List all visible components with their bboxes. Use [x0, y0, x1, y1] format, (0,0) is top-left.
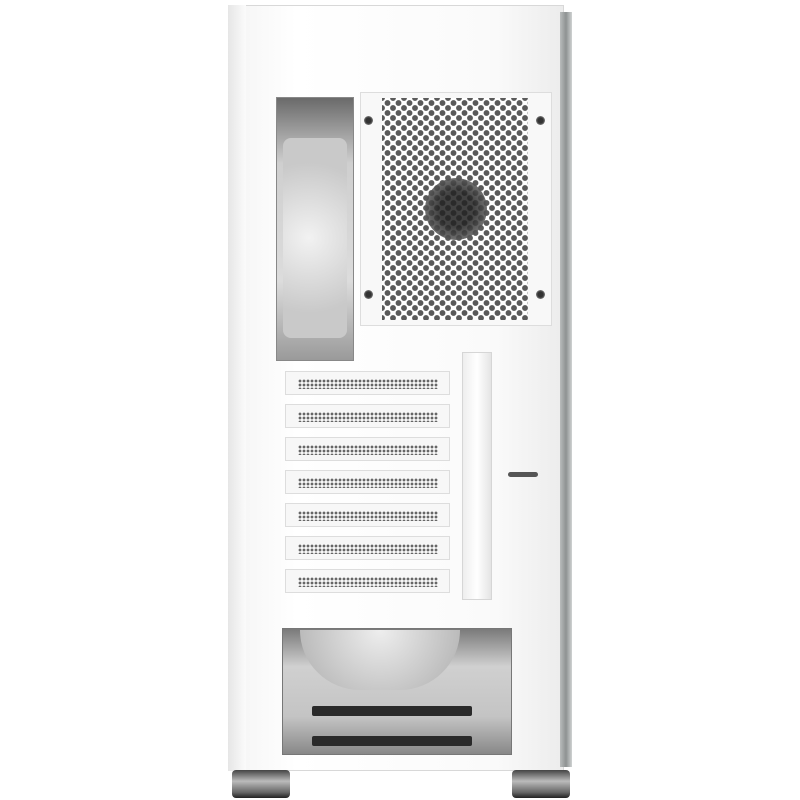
expansion-slot-cover	[285, 371, 450, 395]
screw-icon	[536, 290, 545, 299]
case-foot-right	[512, 770, 570, 798]
expansion-slot-cover	[285, 503, 450, 527]
expansion-slot-cover	[285, 536, 450, 560]
fan-hub-icon	[425, 178, 487, 240]
case-left-edge	[228, 5, 246, 771]
side-glass-panel-edge	[560, 12, 572, 767]
interior-fan-icon	[283, 138, 347, 338]
expansion-slot-cover	[285, 470, 450, 494]
latch-icon	[508, 472, 538, 477]
top-left-opening	[276, 97, 354, 361]
screw-icon	[364, 116, 373, 125]
case-foot-left	[232, 770, 290, 798]
screw-icon	[536, 116, 545, 125]
expansion-slot-cover	[285, 569, 450, 593]
expansion-slot-cover	[285, 404, 450, 428]
psu-rail	[312, 706, 472, 716]
psu-rail	[312, 736, 472, 746]
screw-icon	[364, 290, 373, 299]
expansion-slot-cover	[285, 437, 450, 461]
vertical-gpu-bracket	[462, 352, 492, 600]
